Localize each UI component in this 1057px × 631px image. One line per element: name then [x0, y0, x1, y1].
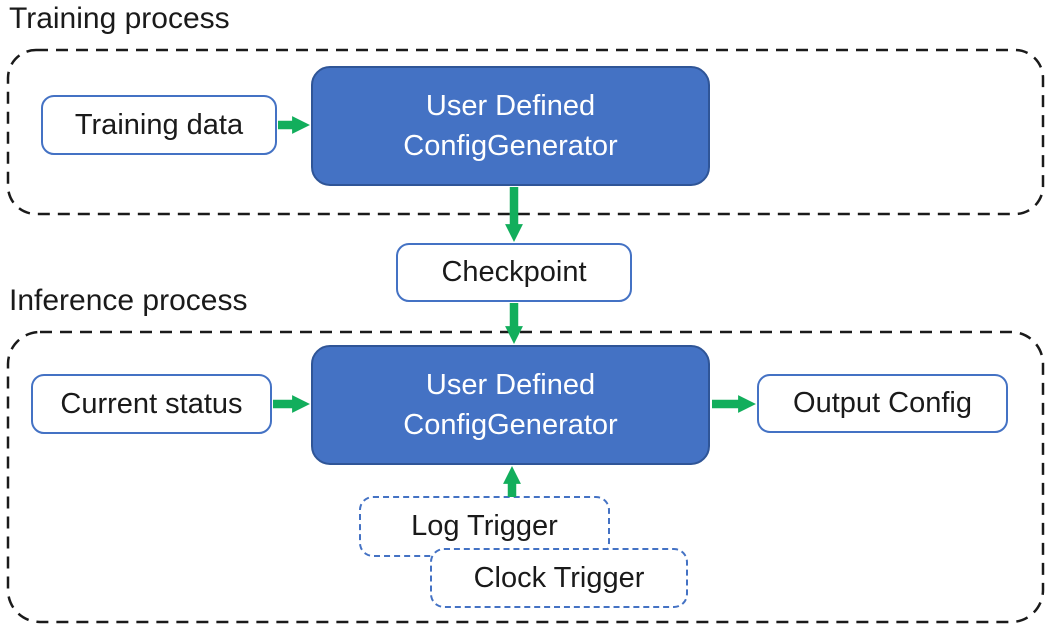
checkpoint-box: Checkpoint	[396, 243, 632, 302]
training-config-generator-label-line2: ConfigGenerator	[403, 130, 618, 162]
inference-config-generator-label-line1: User Defined	[425, 368, 596, 401]
output-config-label: Output Config	[793, 387, 972, 419]
log-trigger-label: Log Trigger	[411, 510, 558, 542]
output-config-box: Output Config	[757, 374, 1008, 433]
clock-trigger-box: Clock Trigger	[430, 548, 688, 608]
clock-trigger-label: Clock Trigger	[473, 561, 645, 594]
inference-config-generator-box: User Defined ConfigGenerator	[311, 345, 710, 465]
training-data-label: Training data	[74, 108, 244, 141]
training-config-generator-box: User Defined ConfigGenerator	[311, 66, 710, 186]
checkpoint-label: Checkpoint	[441, 256, 587, 288]
inference-process-label: Inference process	[9, 284, 248, 317]
training-data-box: Training data	[41, 95, 277, 155]
current-status-label: Current status	[60, 387, 243, 420]
training-process-label: Training process	[9, 2, 230, 35]
current-status-box: Current status	[31, 374, 272, 434]
inference-config-generator-label-line2: ConfigGenerator	[403, 409, 618, 441]
training-config-generator-label-line1: User Defined	[425, 89, 596, 122]
